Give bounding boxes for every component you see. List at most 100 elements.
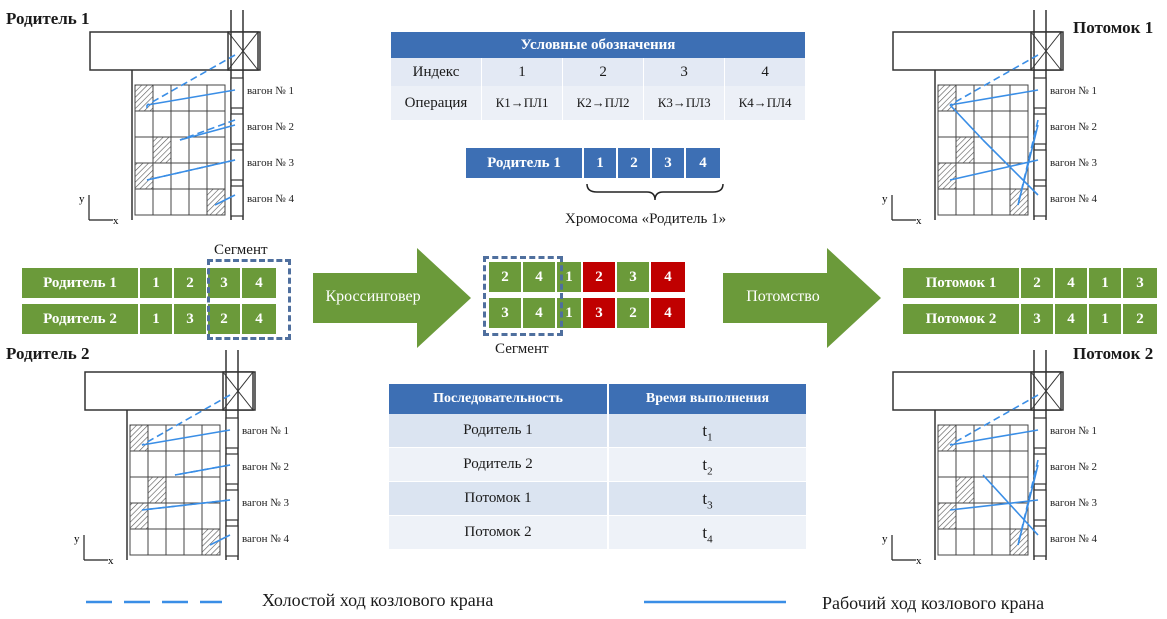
- time-table: Последовательность Время выполнения Роди…: [389, 384, 806, 549]
- time-symbol: t: [702, 455, 708, 474]
- sequence-gene: 2: [208, 304, 242, 334]
- idle-line-sample: [86, 600, 222, 604]
- sequence-gene: 3: [1021, 304, 1055, 334]
- sequence-gene: 4: [242, 268, 276, 298]
- wagon-label: вагон № 3: [1050, 157, 1098, 169]
- sequence-gene: 1: [1089, 304, 1123, 334]
- chromosome-gene: 1: [584, 148, 618, 178]
- storage-cell: [991, 450, 1011, 478]
- table-row: Родитель 2 t2: [389, 448, 806, 482]
- time-table-header-cell: Последовательность: [389, 384, 609, 414]
- storage-cell: [201, 424, 221, 452]
- sequence-gene: 1: [1089, 268, 1123, 298]
- storage-cell-occupied: [937, 502, 957, 530]
- sequence-gene: 2: [1123, 304, 1157, 334]
- storage-cell-occupied: [937, 162, 957, 190]
- x-axis-label: x: [916, 215, 922, 225]
- wagon-label: вагон № 3: [247, 157, 295, 169]
- legend-table-title: Условные обозначения: [391, 32, 805, 58]
- idle-move-path: [141, 394, 231, 446]
- segment-label-top: Сегмент: [214, 242, 268, 258]
- storage-cell: [170, 110, 190, 138]
- legend-table: Условные обозначения Индекс 1 2 3 4 Опер…: [391, 32, 805, 120]
- chromosome-gene: 4: [686, 148, 720, 178]
- crossover-arrow: [313, 248, 471, 348]
- wagon-block: [225, 489, 239, 521]
- sequence-gene: 2: [174, 268, 208, 298]
- storage-cell: [1009, 450, 1029, 478]
- storage-cell: [991, 188, 1011, 216]
- sequence-gene-conflict: 2: [583, 262, 617, 292]
- storage-cell: [955, 188, 975, 216]
- sequence-gene: 1: [140, 304, 174, 334]
- sequence-label: Родитель 1: [22, 268, 140, 298]
- storage-cell: [991, 110, 1011, 138]
- sequence-label: Потомок 2: [903, 304, 1021, 334]
- wagon-label: вагон № 1: [247, 85, 294, 97]
- storage-cell: [165, 476, 185, 504]
- idle-move-path: [949, 394, 1039, 446]
- storage-cell: [1009, 476, 1029, 504]
- title-child1: Потомок 1: [1073, 18, 1154, 37]
- wagon-block: [1033, 185, 1047, 217]
- sequence-gene: 4: [1055, 304, 1089, 334]
- wagon-block: [230, 149, 244, 181]
- sequence-gene-conflict: 4: [651, 298, 685, 328]
- table-row: Потомок 2 t4: [389, 516, 806, 549]
- legend-index-label: Индекс: [391, 58, 482, 86]
- wagon-label: вагон № 4: [1050, 533, 1098, 545]
- storage-cell: [201, 502, 221, 530]
- sequence-gene-conflict: 4: [651, 262, 685, 292]
- wagon-block: [225, 417, 239, 449]
- time-symbol: t: [702, 523, 708, 542]
- wagon-block: [1033, 149, 1047, 181]
- work-move-path: [949, 104, 984, 141]
- storage-cell-occupied: [955, 476, 975, 504]
- storage-cell: [1009, 84, 1029, 112]
- storage-cell: [973, 162, 993, 190]
- wagon-block: [1033, 77, 1047, 109]
- table-cell-seq: Родитель 2: [389, 448, 609, 481]
- storage-cell-occupied: [129, 502, 149, 530]
- chromosome-sequence: Родитель 1 1 2 3 4: [466, 148, 720, 178]
- storage-cell: [1009, 110, 1029, 138]
- storage-cell: [170, 188, 190, 216]
- y-axis-label: y: [74, 533, 80, 545]
- work-move-path: [949, 429, 1039, 446]
- wagon-label: вагон № 4: [1050, 193, 1098, 205]
- title-parent1: Родитель 1: [6, 9, 90, 28]
- work-move-path: [949, 89, 1039, 106]
- work-line-sample: [644, 600, 786, 604]
- wagon-block: [230, 185, 244, 217]
- storage-cell: [147, 528, 167, 556]
- legend-operation: К1→ПЛ1: [481, 86, 564, 120]
- idle-move-path: [949, 54, 1039, 106]
- legend-operation: К3→ПЛ3: [643, 86, 726, 120]
- storage-cell: [188, 188, 208, 216]
- storage-cell: [134, 110, 154, 138]
- sequence-gene: 3: [489, 298, 523, 328]
- time-subscript: 4: [707, 533, 713, 546]
- storage-cell: [206, 136, 226, 164]
- table-cell-seq: Родитель 1: [389, 414, 609, 447]
- storage-cell: [973, 528, 993, 556]
- storage-cell: [147, 424, 167, 452]
- storage-cell: [201, 450, 221, 478]
- storage-cell-occupied: [129, 424, 149, 452]
- storage-cell: [170, 136, 190, 164]
- wagon-block: [230, 113, 244, 145]
- work-move-path: [146, 159, 236, 181]
- sequence-gene: 4: [523, 298, 557, 328]
- work-move-path: [209, 534, 231, 546]
- storage-cell: [188, 136, 208, 164]
- storage-cell: [937, 136, 957, 164]
- storage-cell: [937, 528, 957, 556]
- storage-cell: [183, 502, 203, 530]
- legend-operation: К4→ПЛ4: [738, 95, 792, 110]
- sequence-gene: 3: [1123, 268, 1157, 298]
- middle-sequence-1: 2 4 1 2 3 4: [489, 262, 685, 292]
- storage-cell-occupied: [206, 188, 226, 216]
- offspring-label: Потомство: [746, 288, 820, 305]
- storage-cell-occupied: [147, 476, 167, 504]
